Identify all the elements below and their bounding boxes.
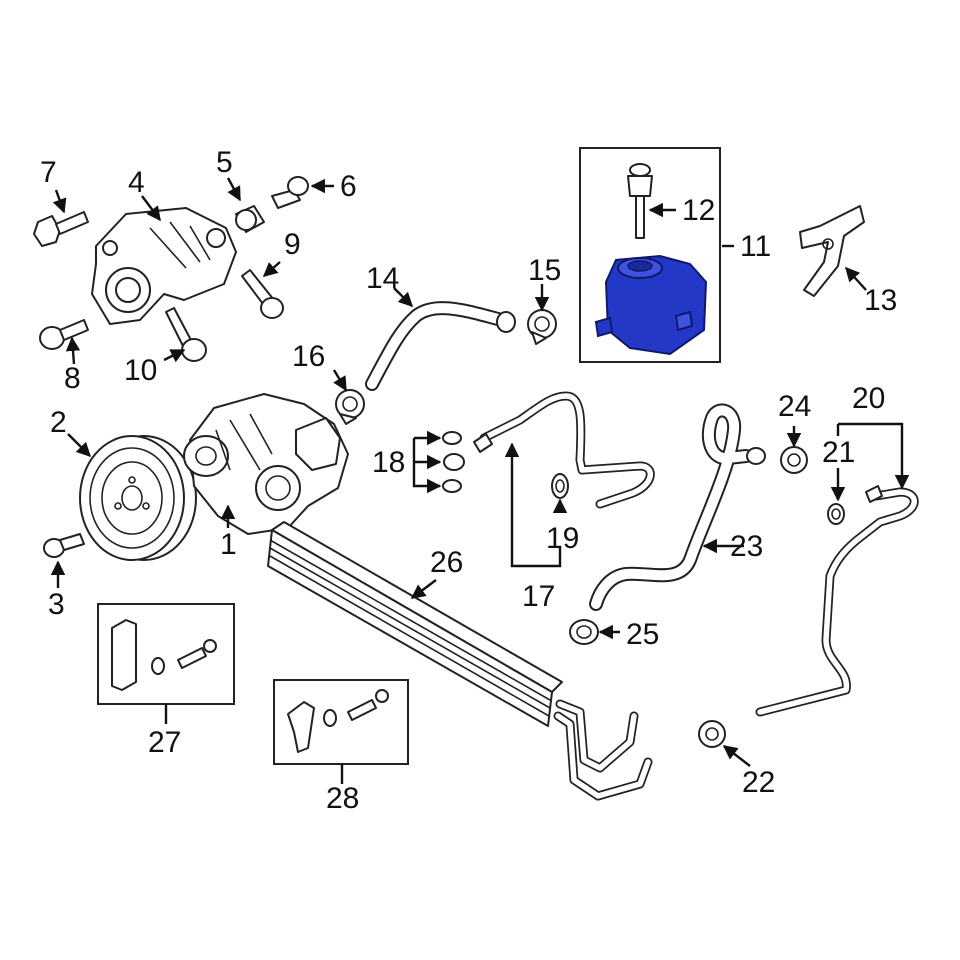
part-9-bolt [241,269,284,319]
callout-4: 4 [128,166,145,199]
callout-18: 18 [372,446,405,479]
part-8-bolt [39,319,89,350]
callout-20: 20 [852,382,885,415]
callout-12: 12 [682,194,715,227]
callout-8: 8 [64,362,81,395]
callout-27: 27 [148,726,181,759]
part-21-seal [827,503,845,525]
part-27-box [97,603,235,705]
callout-6: 6 [340,170,357,203]
callout-24: 24 [778,390,811,423]
callout-7: 7 [40,156,57,189]
part-16-clamp [335,389,365,425]
callout-9: 9 [284,228,301,261]
part-4-bracket [91,207,237,325]
part-7-bolt [33,211,89,247]
callout-13: 13 [864,284,897,317]
callout-labels: 7 4 5 6 9 8 10 2 3 1 16 14 15 12 11 13 1… [40,146,897,815]
part-20-line [755,485,919,717]
callout-1: 1 [220,528,237,561]
part-26-cooler [267,521,653,801]
callout-2: 2 [50,406,67,439]
callout-15: 15 [528,254,561,287]
callout-23: 23 [730,530,763,563]
leader-lines [50,177,910,784]
part-19-seal [551,473,569,499]
part-5-bushing [235,205,265,233]
part-3-bolt [43,533,85,558]
part-1-pump [183,393,349,535]
callout-26: 26 [430,546,463,579]
part-15-clamp [527,309,557,345]
part-6-bolt [271,176,309,209]
part-13-bracket [799,205,865,297]
part-11-reservoir [594,254,708,356]
part-25-clamp [569,619,599,645]
part-12-cap [627,163,653,239]
callout-5: 5 [216,146,233,179]
part-23-hose [589,403,766,611]
part-24-clamp [780,446,808,474]
callout-16: 16 [292,340,325,373]
callout-22: 22 [742,766,775,799]
callout-17: 17 [522,580,555,613]
callout-11: 11 [740,230,771,263]
reservoir-box [579,147,721,363]
callout-14: 14 [366,262,399,295]
part-14-hose [365,301,516,391]
callout-21: 21 [822,436,855,469]
callout-28: 28 [326,782,359,815]
callout-3: 3 [48,588,65,621]
part-10-stud [165,307,207,362]
part-17-line [473,391,655,509]
part-2-pulley [79,435,197,561]
callout-25: 25 [626,618,659,651]
callout-10: 10 [124,354,157,387]
part-28-box [273,679,409,765]
callout-19: 19 [546,522,579,555]
part-22-clamp [698,720,726,748]
part-18-seals [442,431,465,493]
